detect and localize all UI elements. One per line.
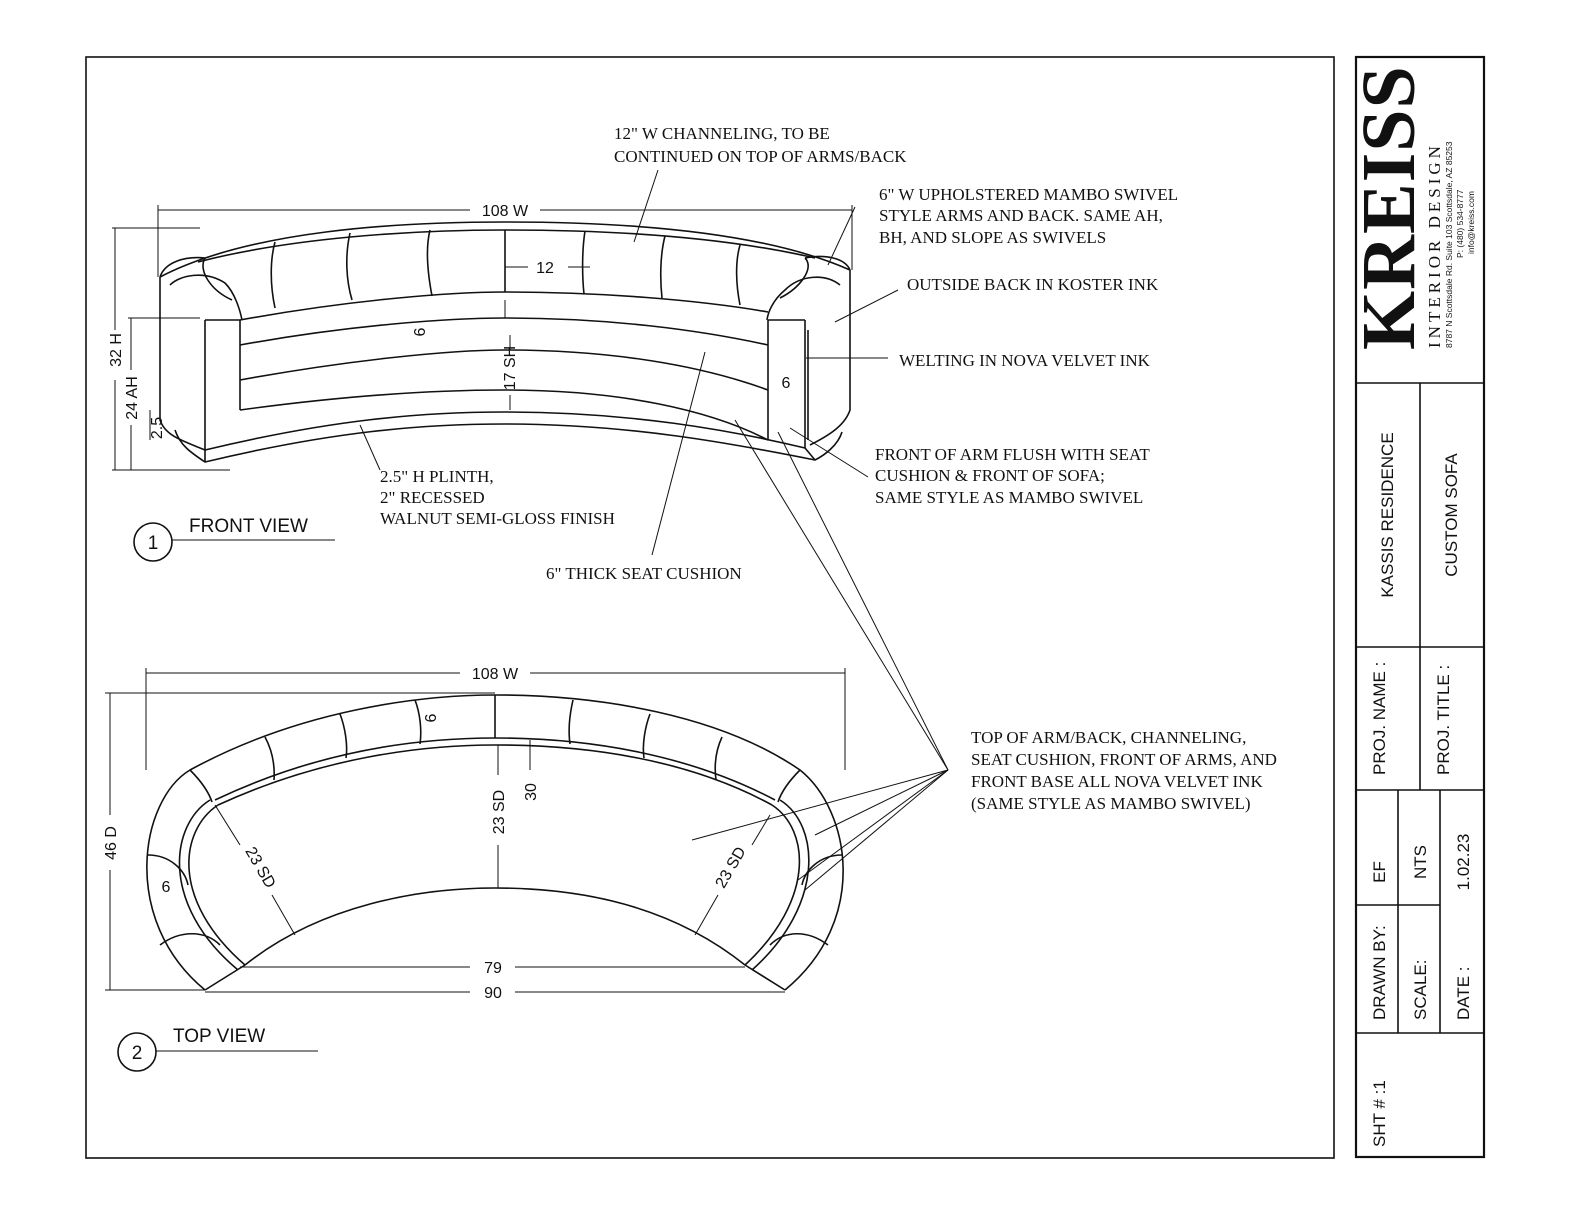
svg-text:8787 N Scottsdale Rd. Suite 10: 8787 N Scottsdale Rd. Suite 103 Scottsda… (1444, 141, 1454, 348)
top-view-sofa (146, 694, 844, 991)
front-view-dimensions (112, 205, 853, 471)
proj-name-value: KASSIS RESIDENCE (1378, 432, 1397, 597)
front-view-number: 1 (148, 533, 159, 554)
svg-text:info@kreiss.com: info@kreiss.com (1466, 191, 1476, 254)
note-seat-cushion: 6" THICK SEAT CUSHION (546, 564, 742, 583)
front-arm-front-dim: 6 (782, 375, 791, 392)
top-seat-depth-left-dim: 23 SD (241, 844, 278, 891)
proj-title-value: CUSTOM SOFA (1442, 453, 1461, 577)
front-cushion-dim: 6 (412, 327, 429, 336)
title-block: KREISS INTERIOR DESIGN 8787 N Scottsdale… (1347, 55, 1486, 1159)
front-plinth-dim: 2.5 (149, 417, 166, 439)
front-arm-height-dim: 24 AH (124, 376, 141, 420)
drawn-by-value: EF (1370, 861, 1389, 883)
top-back-width-dim: 6 (423, 713, 440, 722)
note-arms: 6" W UPHOLSTERED MAMBO SWIVEL STYLE ARMS… (879, 185, 1182, 247)
drawing-border (85, 56, 1335, 1159)
sheet-number: SHT # :1 (1370, 1080, 1389, 1147)
svg-text:INTERIOR DESIGN: INTERIOR DESIGN (1425, 142, 1444, 348)
top-view-leaders (691, 419, 949, 891)
drawn-by-label: DRAWN BY: (1370, 925, 1389, 1020)
top-view-dimensions (105, 668, 846, 993)
title-block-frame (1354, 55, 1486, 1159)
top-width-dim: 108 W (472, 666, 519, 683)
top-view-bubble (117, 1032, 157, 1072)
top-view: 108 W 46 D 23 SD 30 23 SD 23 SD 6 6 79 9… (103, 419, 1281, 1072)
front-channel-dim: 12 (536, 260, 554, 277)
note-top-finish: TOP OF ARM/BACK, CHANNELING, SEAT CUSHIO… (971, 728, 1281, 813)
top-depth-dim: 46 D (103, 826, 120, 860)
proj-name-label: PROJ. NAME : (1370, 662, 1389, 775)
note-welting: WELTING IN NOVA VELVET INK (899, 351, 1151, 370)
date-value: 1.02.23 (1454, 834, 1473, 891)
front-width-dim: 108 W (482, 203, 529, 220)
svg-text:KREISS: KREISS (1347, 65, 1431, 350)
top-inner-width-dim: 79 (484, 960, 502, 977)
date-label: DATE : (1454, 966, 1473, 1020)
scale-value: NTS (1411, 845, 1430, 879)
front-height-dim: 32 H (108, 333, 125, 367)
top-view-number: 2 (132, 1043, 143, 1064)
proj-title-label: PROJ. TITLE : (1434, 665, 1453, 775)
note-outside-back: OUTSIDE BACK IN KOSTER INK (907, 275, 1159, 294)
front-view: 108 W 12 32 H 24 AH 2.5 6 17 SH 6 12" W … (108, 124, 1182, 583)
front-view-leaders (359, 169, 899, 556)
front-view-title: FRONT VIEW (189, 516, 308, 537)
top-arm-width-dim: 6 (162, 879, 171, 896)
front-view-bubble (133, 522, 173, 562)
front-seat-height-dim: 17 SH (502, 346, 519, 390)
kreiss-logo: KREISS INTERIOR DESIGN 8787 N Scottsdale… (1347, 65, 1476, 350)
top-back-depth-dim: 30 (523, 783, 540, 801)
top-seat-depth-center-dim: 23 SD (491, 790, 508, 834)
svg-text:P: (480) 534-8777: P: (480) 534-8777 (1455, 189, 1465, 258)
top-seat-depth-right-dim: 23 SD (713, 844, 750, 891)
front-view-sofa (159, 221, 851, 463)
note-plinth: 2.5" H PLINTH, 2" RECESSED WALNUT SEMI-G… (380, 467, 615, 528)
scale-label: SCALE: (1411, 960, 1430, 1020)
note-channeling: 12" W CHANNELING, TO BE CONTINUED ON TOP… (614, 124, 907, 166)
top-outer-width-dim: 90 (484, 985, 502, 1002)
top-view-title: TOP VIEW (173, 1026, 265, 1047)
note-arm-front: FRONT OF ARM FLUSH WITH SEAT CUSHION & F… (875, 445, 1154, 507)
